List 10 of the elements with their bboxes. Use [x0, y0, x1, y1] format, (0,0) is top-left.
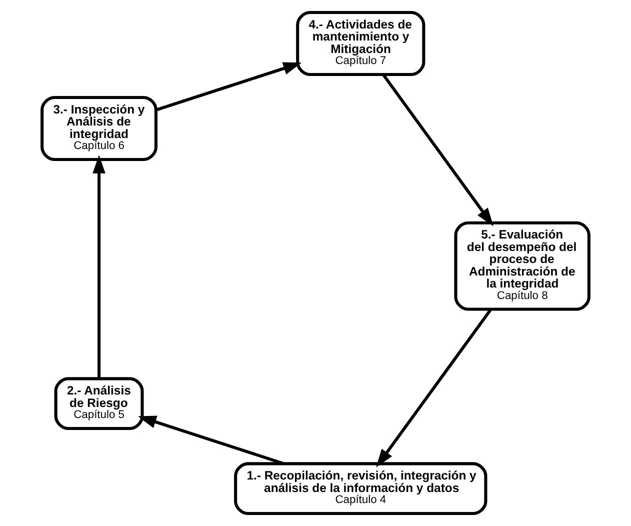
arrow [376, 308, 492, 468]
node-box: 3.- Inspección y Análisis de integridad Capítulo 6 [40, 96, 158, 162]
arrow [92, 155, 106, 378]
arrow [138, 416, 284, 466]
arrow [382, 74, 494, 226]
node-box: 5.- Evaluación del desempeño del proceso de Administración de la integridad Capítulo 8 [454, 221, 590, 311]
arrow [156, 62, 302, 112]
node-box: 1.- Recopilación, revisión, integración y análisis de la información y datos Capítulo 4 [234, 462, 488, 516]
node-box: 4.- Actividades de mantenimiento y Mitigación Capítulo 7 [296, 10, 426, 76]
node-box: 2.- Análisis de Riesgo Capítulo 5 [54, 377, 144, 430]
